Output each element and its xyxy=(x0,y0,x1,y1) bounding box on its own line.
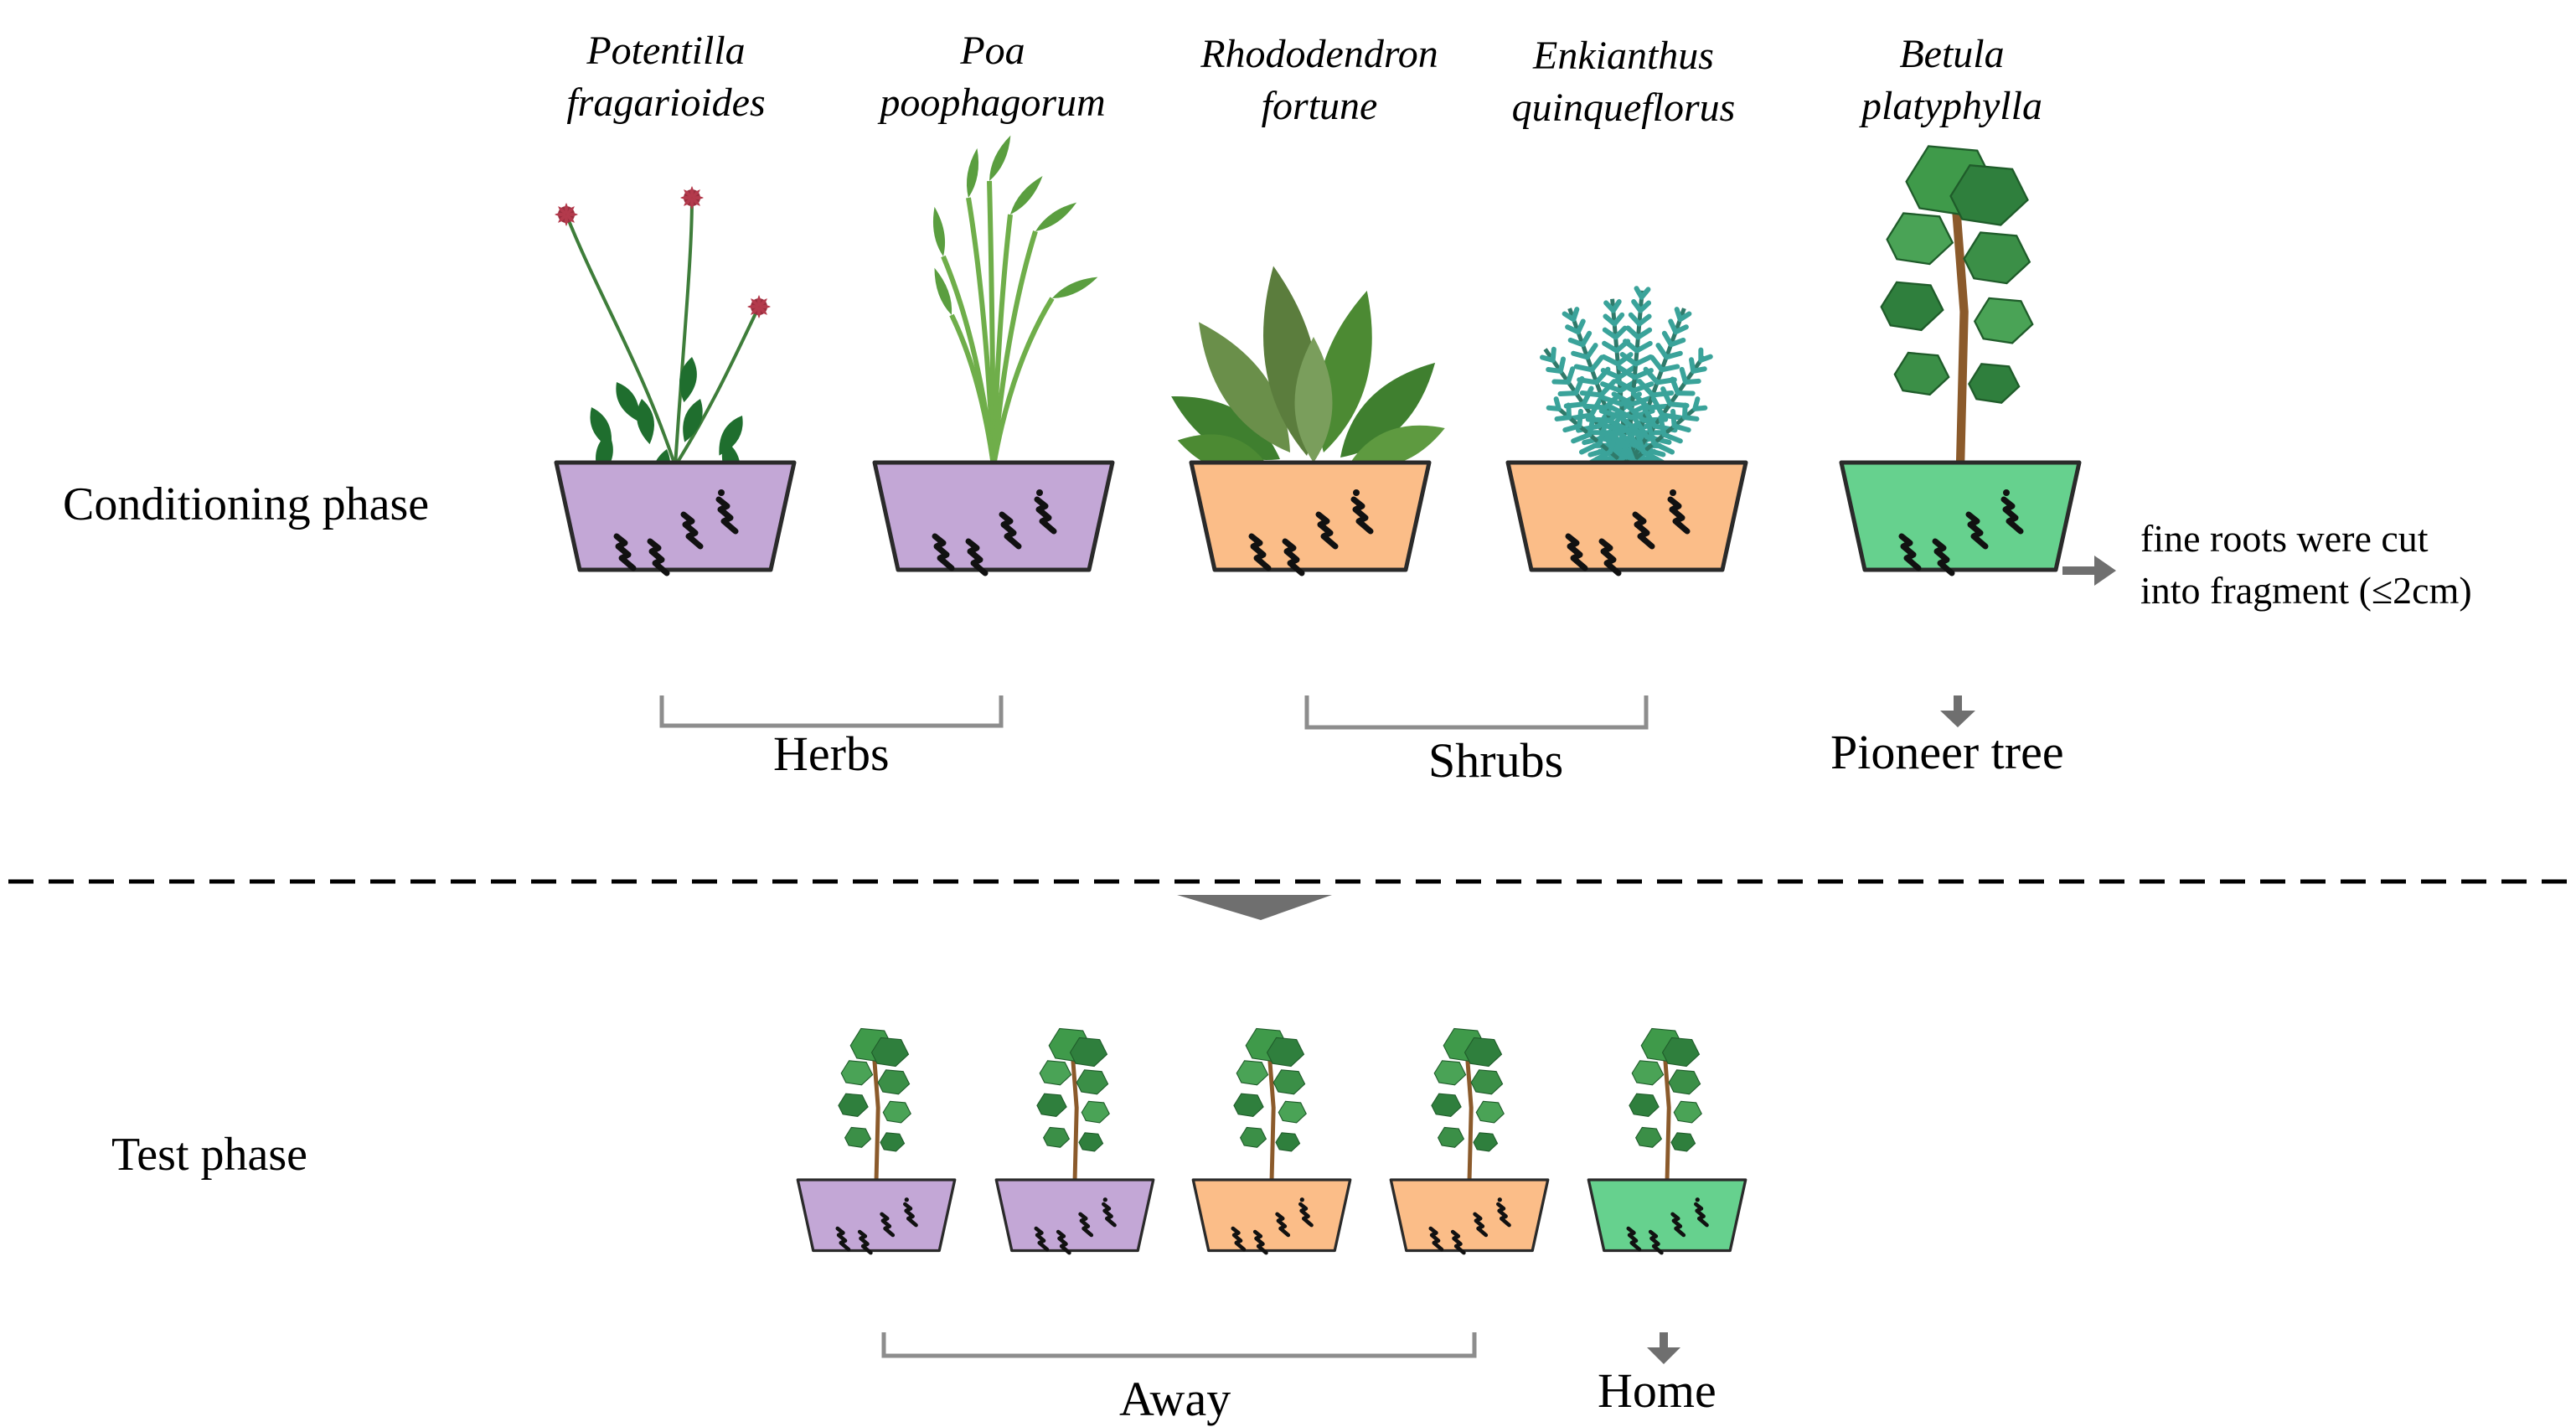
conditioning-pot-5 xyxy=(1839,460,2082,576)
test-pot-1 xyxy=(796,1178,957,1255)
home-down-arrow xyxy=(1647,1332,1680,1364)
root-fragment-note: fine roots were cut into fragment (≤2cm) xyxy=(2140,517,2472,612)
conditioning-pot-2 xyxy=(872,460,1115,576)
enkianthus-plant xyxy=(1540,286,1713,477)
pioneer-down-arrow xyxy=(1940,695,1975,727)
test-seedling-1 xyxy=(838,1027,911,1184)
test-pot-3 xyxy=(1191,1178,1352,1255)
betula-tree xyxy=(1880,145,2034,471)
species-label-potentilla: Potentilla fragarioides xyxy=(566,28,766,125)
test-phase-label: Test phase xyxy=(111,1129,308,1181)
home-group-label: Home xyxy=(1598,1363,1716,1418)
test-seedling-2 xyxy=(1036,1027,1110,1184)
test-seedling-3 xyxy=(1233,1027,1307,1184)
potentilla-plant xyxy=(555,186,771,494)
test-pot-2 xyxy=(994,1178,1155,1255)
species-label-enkianthus: Enkianthus quinqueflorus xyxy=(1511,34,1736,130)
test-seedling-4 xyxy=(1431,1027,1505,1184)
conditioning-pot-1 xyxy=(554,460,797,576)
away-bracket xyxy=(881,1332,1477,1358)
conditioning-pot-4 xyxy=(1505,460,1748,576)
poa-plant xyxy=(932,135,1098,467)
pots-layer xyxy=(554,460,2082,576)
phase-transition-arrow xyxy=(1177,895,1332,920)
pioneer-tree-group-label: Pioneer tree xyxy=(1830,725,2064,779)
test-pot-4 xyxy=(1389,1178,1550,1255)
test-pot-5 xyxy=(1587,1178,1747,1255)
test-seedling-5 xyxy=(1629,1027,1702,1184)
root-note-arrow xyxy=(2062,556,2116,586)
conditioning-pot-3 xyxy=(1189,460,1432,576)
species-label-rhododendron: Rhododendron fortune xyxy=(1200,32,1438,128)
plants-layer xyxy=(555,135,2034,494)
test-trees-layer xyxy=(838,1027,1702,1184)
species-label-poa: Poa poophagorum xyxy=(880,28,1106,125)
herbs-group-label: Herbs xyxy=(773,726,890,781)
herbs-bracket xyxy=(659,695,1004,728)
shrubs-group-label: Shrubs xyxy=(1428,733,1564,788)
test-pots-layer xyxy=(796,1178,1747,1255)
conditioning-phase-label: Conditioning phase xyxy=(63,478,430,530)
shrubs-bracket xyxy=(1304,695,1649,730)
rhododendron-plant xyxy=(1171,266,1445,472)
species-label-betula: Betula platyphylla xyxy=(1861,32,2042,128)
